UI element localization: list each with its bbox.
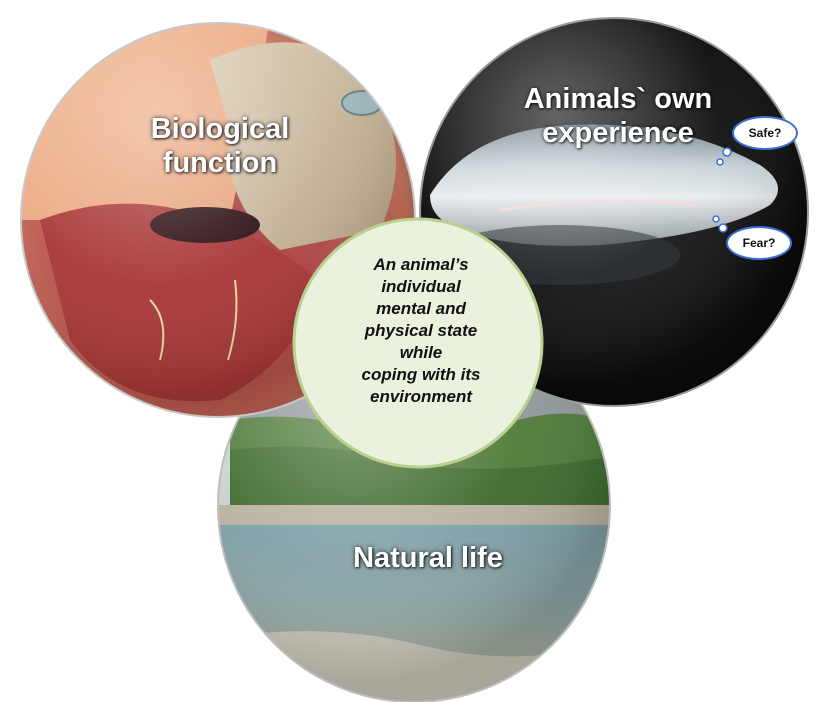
thought-tail-dot	[719, 224, 727, 232]
biological-title-line-1: Biological	[120, 112, 320, 146]
center-line: while	[306, 342, 536, 364]
thought-bubble-safe: Safe?	[732, 116, 798, 150]
biological-function-title: Biological function	[120, 112, 320, 180]
center-line: An animal’s	[306, 254, 536, 276]
thought-tail-dot	[717, 159, 723, 165]
center-line: environment	[306, 386, 536, 408]
experience-title-line-1: Animals` own	[498, 82, 738, 116]
center-line: individual	[306, 276, 536, 298]
thought-tail-dot	[713, 216, 719, 222]
center-line: mental and	[306, 298, 536, 320]
experience-title-line-2: experience	[498, 116, 738, 150]
thought-bubble-fear: Fear?	[726, 226, 792, 260]
center-definition-text: An animal’s individual mental and physic…	[306, 254, 536, 408]
biological-title-line-2: function	[120, 146, 320, 180]
natural-life-title: Natural life	[318, 541, 538, 575]
center-line: physical state	[306, 320, 536, 342]
center-line: coping with its	[306, 364, 536, 386]
animals-own-experience-title: Animals` own experience	[498, 82, 738, 150]
